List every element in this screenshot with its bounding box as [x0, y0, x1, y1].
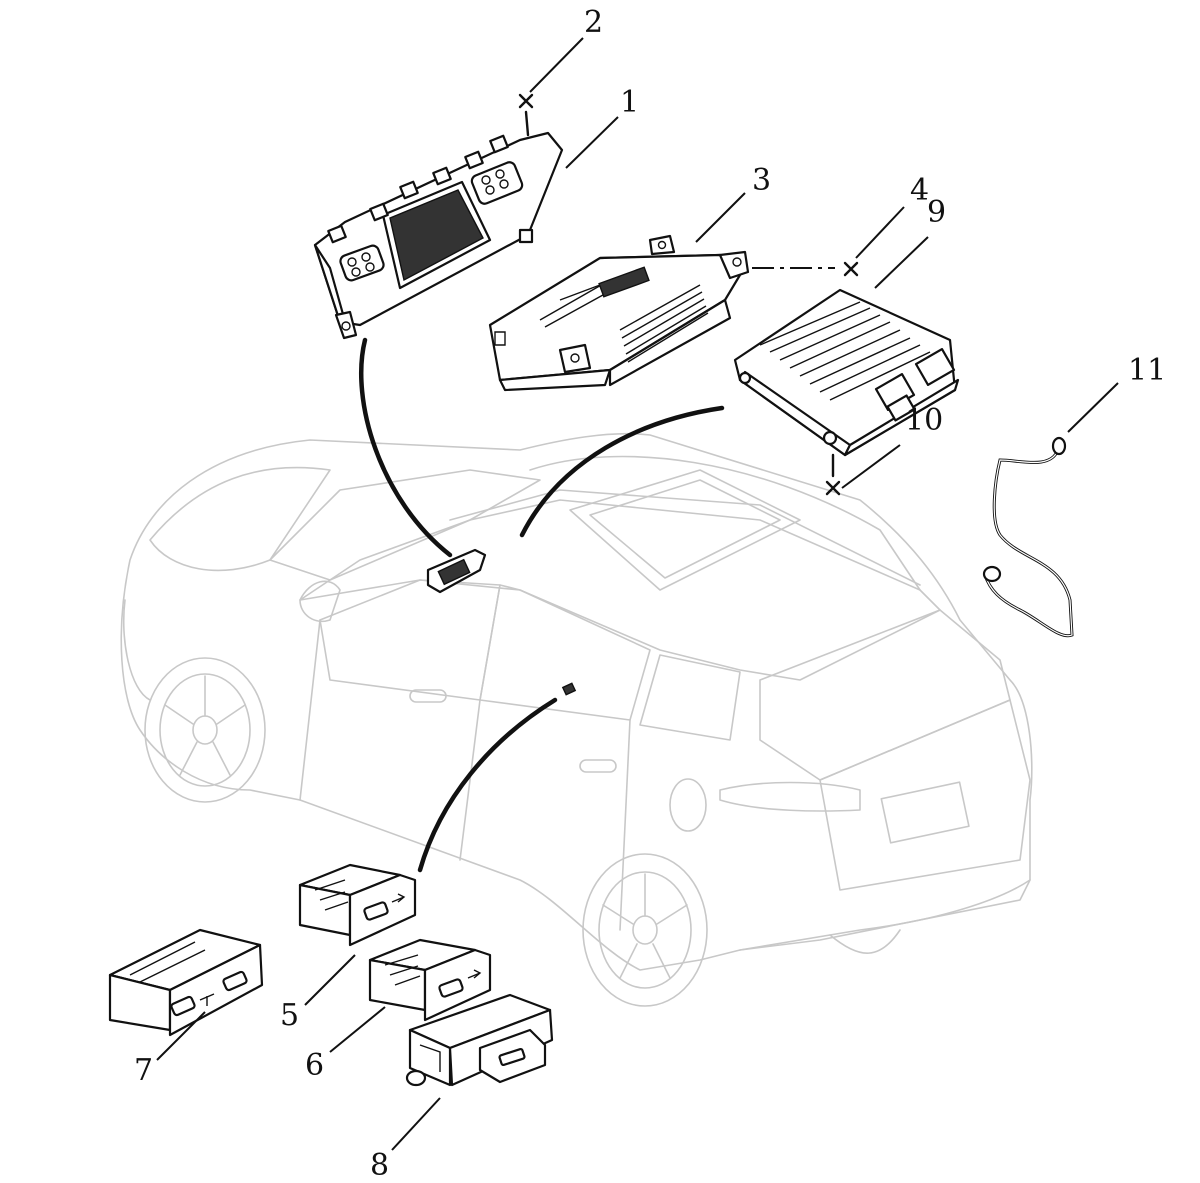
- head-unit-part: [488, 234, 750, 392]
- usb-port-part-6: [368, 938, 492, 1022]
- callout-7: 7: [134, 1053, 153, 1088]
- callout-5: 5: [280, 998, 299, 1033]
- callout-4: 4: [910, 173, 929, 208]
- callout-3: 3: [752, 163, 771, 198]
- amplifier-part: [733, 288, 960, 457]
- usb-port-part-5: [298, 863, 417, 947]
- connection-lines: [359, 337, 725, 873]
- display-panel-part: [313, 131, 564, 340]
- callout-10: 10: [905, 403, 943, 438]
- antenna-cable-part: [982, 436, 1074, 638]
- fastener-marks: [518, 93, 859, 496]
- callout-8: 8: [370, 1148, 389, 1183]
- usb-port-part-7: [108, 928, 264, 1037]
- callout-1: 1: [620, 85, 639, 120]
- usb-module-part-8: [405, 993, 554, 1087]
- callout-11: 11: [1128, 353, 1166, 388]
- vehicle-outline: [120, 432, 1033, 1007]
- install-location-markers: [426, 548, 577, 696]
- leader-lines: [156, 37, 1119, 1151]
- callout-2: 2: [584, 5, 603, 40]
- callout-6: 6: [305, 1048, 324, 1083]
- callout-9: 9: [927, 195, 946, 230]
- callout-labels: 2 1 3 4 9 10 11 5 6 7 8: [134, 5, 1166, 1183]
